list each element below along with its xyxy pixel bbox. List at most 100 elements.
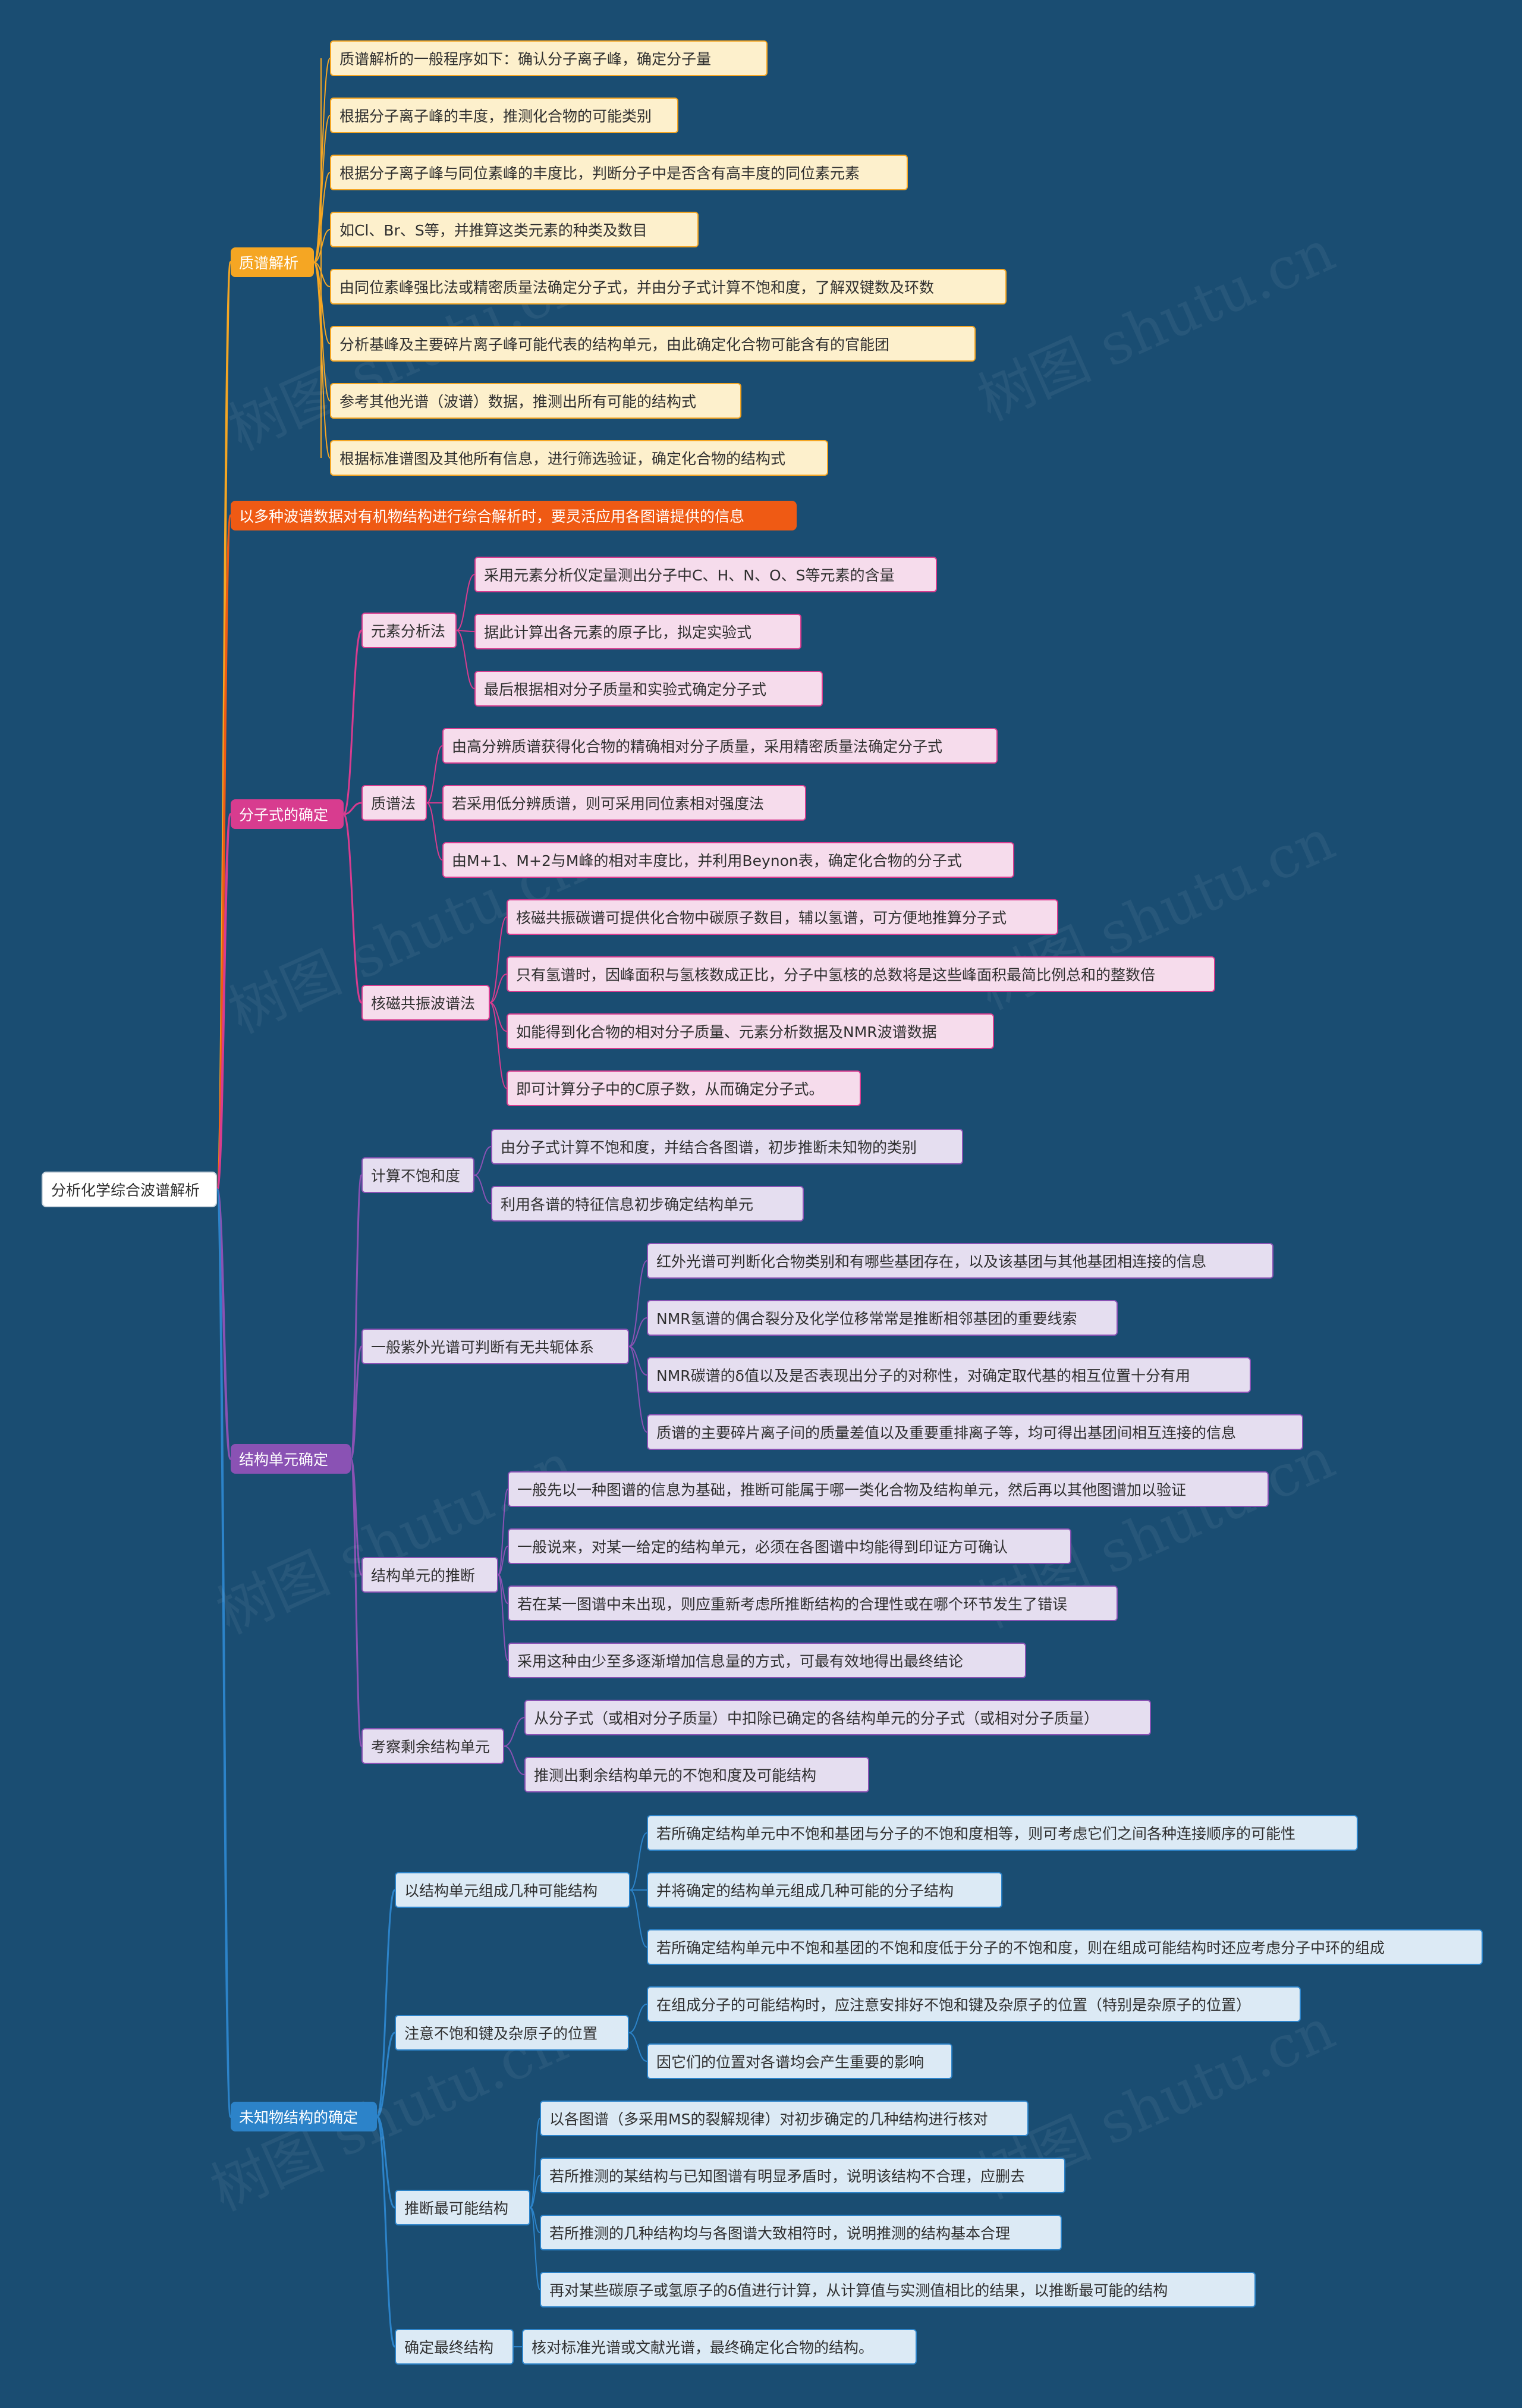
leaf-topic[interactable]: 据此计算出各元素的原子比，拟定实验式 <box>474 614 801 649</box>
connector-line <box>530 2118 540 2208</box>
connector-line <box>630 1832 647 1891</box>
connector-line <box>313 115 331 263</box>
leaf-topic[interactable]: 若在某一图谱中未出现，则应重新考虑所推断结构的合理性或在哪个环节发生了错误 <box>508 1586 1118 1621</box>
leaf-topic[interactable]: 一般先以一种图谱的信息为基础，推断可能属于哪一类化合物及结构单元，然后再以其他图… <box>508 1471 1269 1507</box>
leaf-topic[interactable]: NMR碳谱的δ值以及是否表现出分子的对称性，对确定取代基的相互位置十分有用 <box>647 1357 1251 1393</box>
leaf-topic[interactable]: 即可计算分子中的C原子数，从而确定分子式。 <box>507 1070 861 1106</box>
leaf-topic[interactable]: 根据标准谱图及其他所有信息，进行筛选验证，确定化合物的结构式 <box>330 440 828 476</box>
subtopic[interactable]: 确定最终结构 <box>395 2329 514 2365</box>
connector-line <box>489 974 507 1003</box>
connector-line <box>489 916 507 1003</box>
subtopic[interactable]: 考察剩余结构单元 <box>361 1728 504 1764</box>
connector-line <box>504 1745 525 1775</box>
subtopic[interactable]: 以结构单元组成几种可能结构 <box>395 1872 630 1908</box>
branch-topic[interactable]: 质谱解析 <box>231 247 314 277</box>
connector-line <box>628 1317 647 1347</box>
connector-line <box>628 2004 647 2033</box>
connector-line <box>456 630 475 632</box>
connector-line <box>530 2207 540 2290</box>
connector-line <box>313 262 331 287</box>
leaf-topic[interactable]: 如Cl、Br、S等，并推算这类元素的种类及数目 <box>330 212 699 247</box>
connector-line <box>498 1574 508 1661</box>
leaf-topic[interactable]: 在组成分子的可能结构时，应注意安排好不饱和键及杂原子的位置（特别是杂原子的位置） <box>647 1986 1301 2022</box>
leaf-topic[interactable]: 采用这种由少至多逐渐增加信息量的方式，可最有效地得出最终结论 <box>508 1643 1026 1678</box>
leaf-topic[interactable]: 因它们的位置对各谱均会产生重要的影响 <box>647 2043 952 2079</box>
leaf-topic[interactable]: 并将确定的结构单元组成几种可能的分子结构 <box>647 1872 1002 1908</box>
connector-line <box>376 2032 395 2118</box>
leaf-topic[interactable]: 参考其他光谱（波谱）数据，推测出所有可能的结构式 <box>330 383 741 419</box>
leaf-topic[interactable]: 质谱解析的一般程序如下：确认分子离子峰，确定分子量 <box>330 40 768 76</box>
leaf-topic[interactable]: 利用各谱的特征信息初步确定结构单元 <box>491 1186 804 1222</box>
leaf-topic[interactable]: 红外光谱可判断化合物类别和有哪些基团存在，以及该基团与其他基团相连接的信息 <box>647 1243 1273 1279</box>
leaf-topic[interactable]: 由同位素峰强比法或精密质量法确定分子式，并由分子式计算不饱和度，了解双键数及环数 <box>330 269 1007 304</box>
leaf-topic[interactable]: 由分子式计算不饱和度，并结合各图谱，初步推断未知物的类别 <box>491 1129 963 1164</box>
connector-line <box>216 1188 232 2118</box>
branch-topic[interactable]: 未知物结构的确定 <box>231 2102 377 2131</box>
connector-line <box>489 1002 507 1089</box>
connector-line <box>313 172 331 263</box>
subtopic[interactable]: 元素分析法 <box>361 613 457 648</box>
subtopic[interactable]: 一般紫外光谱可判断有无共轭体系 <box>361 1329 629 1364</box>
connector-line <box>376 1889 396 2118</box>
connector-line <box>630 1889 647 1948</box>
connector-line <box>426 802 443 861</box>
connector-line <box>628 1260 647 1347</box>
leaf-topic[interactable]: 一般说来，对某一给定的结构单元，必须在各图谱中均能得到印证方可确认 <box>508 1528 1071 1564</box>
leaf-topic[interactable]: 根据分子离子峰与同位素峰的丰度比，判断分子中是否含有高丰度的同位素元素 <box>330 155 908 190</box>
leaf-topic[interactable]: 再对某些碳原子或氢原子的δ值进行计算，从计算值与实测值相比的结果，以推断最可能的… <box>540 2272 1256 2307</box>
leaf-topic[interactable]: 如能得到化合物的相对分子质量、元素分析数据及NMR波谱数据 <box>507 1013 994 1049</box>
leaf-topic[interactable]: 只有氢谱时，因峰面积与氢核数成正比，分子中氢核的总数将是这些峰面积最简比例总和的… <box>507 956 1215 992</box>
leaf-topic[interactable]: 采用元素分析仪定量测出分子中C、H、N、O、S等元素的含量 <box>474 557 937 592</box>
leaf-topic[interactable]: 由M+1、M+2与M峰的相对丰度比，并利用Beynon表，确定化合物的分子式 <box>442 842 1014 878</box>
connector-line <box>342 629 363 815</box>
connector-line <box>456 630 475 689</box>
connector-line <box>474 1146 492 1176</box>
root-topic[interactable]: 分析化学综合波谱解析 <box>42 1172 217 1207</box>
connector-line <box>342 813 363 1004</box>
connector-line <box>376 2115 396 2348</box>
subtopic[interactable]: 结构单元的推断 <box>361 1557 498 1593</box>
leaf-topic[interactable]: 分析基峰及主要碎片离子峰可能代表的结构单元，由此确定化合物可能含有的官能团 <box>330 326 976 362</box>
leaf-topic[interactable]: 若采用低分辨质谱，则可采用同位素相对强度法 <box>442 785 806 821</box>
subtopic[interactable]: 核磁共振波谱法 <box>361 985 490 1021</box>
branch-topic[interactable]: 结构单元确定 <box>231 1444 351 1474</box>
branch-topic[interactable]: 以多种波谱数据对有机物结构进行综合解析时，要灵活应用各图谱提供的信息 <box>231 501 797 530</box>
connector-line <box>313 262 331 459</box>
leaf-topic[interactable]: 从分子式（或相对分子质量）中扣除已确定的各结构单元的分子式（或相对分子质量） <box>524 1700 1151 1735</box>
subtopic[interactable]: 计算不饱和度 <box>361 1157 474 1193</box>
leaf-topic[interactable]: 由高分辨质谱获得化合物的精确相对分子质量，采用精密质量法确定分子式 <box>442 728 998 764</box>
leaf-topic[interactable]: 推测出剩余结构单元的不饱和度及可能结构 <box>524 1757 869 1792</box>
connector-line <box>628 1346 647 1433</box>
leaf-topic[interactable]: 核对标准光谱或文献光谱，最终确定化合物的结构。 <box>522 2329 917 2365</box>
leaf-topic[interactable]: 以各图谱（多采用MS的裂解规律）对初步确定的几种结构进行核对 <box>540 2101 1029 2136</box>
connector-line <box>350 1458 363 1747</box>
connector-line <box>216 813 232 1191</box>
leaf-topic[interactable]: 根据分子离子峰的丰度，推测化合物的可能类别 <box>330 98 678 133</box>
subtopic[interactable]: 推断最可能结构 <box>395 2190 530 2225</box>
subtopic[interactable]: 注意不饱和键及杂原子的位置 <box>395 2015 629 2051</box>
connector-line <box>498 1489 508 1575</box>
leaf-topic[interactable]: 若所推测的几种结构均与各图谱大致相符时，说明推测的结构基本合理 <box>540 2215 1062 2250</box>
leaf-topic[interactable]: 若所推测的某结构与已知图谱有明显矛盾时，说明该结构不合理，应删去 <box>540 2158 1065 2193</box>
branch-topic[interactable]: 分子式的确定 <box>231 799 344 829</box>
connector-line <box>530 2175 540 2208</box>
connector-line <box>313 58 331 263</box>
leaf-topic[interactable]: 核磁共振碳谱可提供化合物中碳原子数目，辅以氢谱，可方便地推算分子式 <box>507 899 1058 935</box>
connector-line <box>628 1346 647 1376</box>
subtopic[interactable]: 质谱法 <box>361 785 427 821</box>
connector-line <box>426 745 443 803</box>
connector-line <box>489 1002 507 1032</box>
connector-line <box>628 2032 647 2062</box>
connector-line <box>474 1175 492 1204</box>
leaf-topic[interactable]: 质谱的主要碎片离子间的质量差值以及重要重排离子等，均可得出基团间相互连接的信息 <box>647 1414 1303 1450</box>
connector-line <box>343 802 362 815</box>
connector-line <box>376 2115 395 2209</box>
connector-line <box>350 1174 363 1460</box>
connector-line <box>456 574 475 631</box>
leaf-topic[interactable]: 若所确定结构单元中不饱和基团与分子的不饱和度相等，则可考虑它们之间各种连接顺序的… <box>647 1815 1358 1851</box>
connector-line <box>504 1717 525 1747</box>
leaf-topic[interactable]: 若所确定结构单元中不饱和基团的不饱和度低于分子的不饱和度，则在组成可能结构时还应… <box>647 1929 1483 1965</box>
leaf-topic[interactable]: NMR氢谱的偶合裂分及化学位移常常是推断相邻基团的重要线索 <box>647 1300 1118 1336</box>
leaf-topic[interactable]: 最后根据相对分子质量和实验式确定分子式 <box>474 671 823 707</box>
